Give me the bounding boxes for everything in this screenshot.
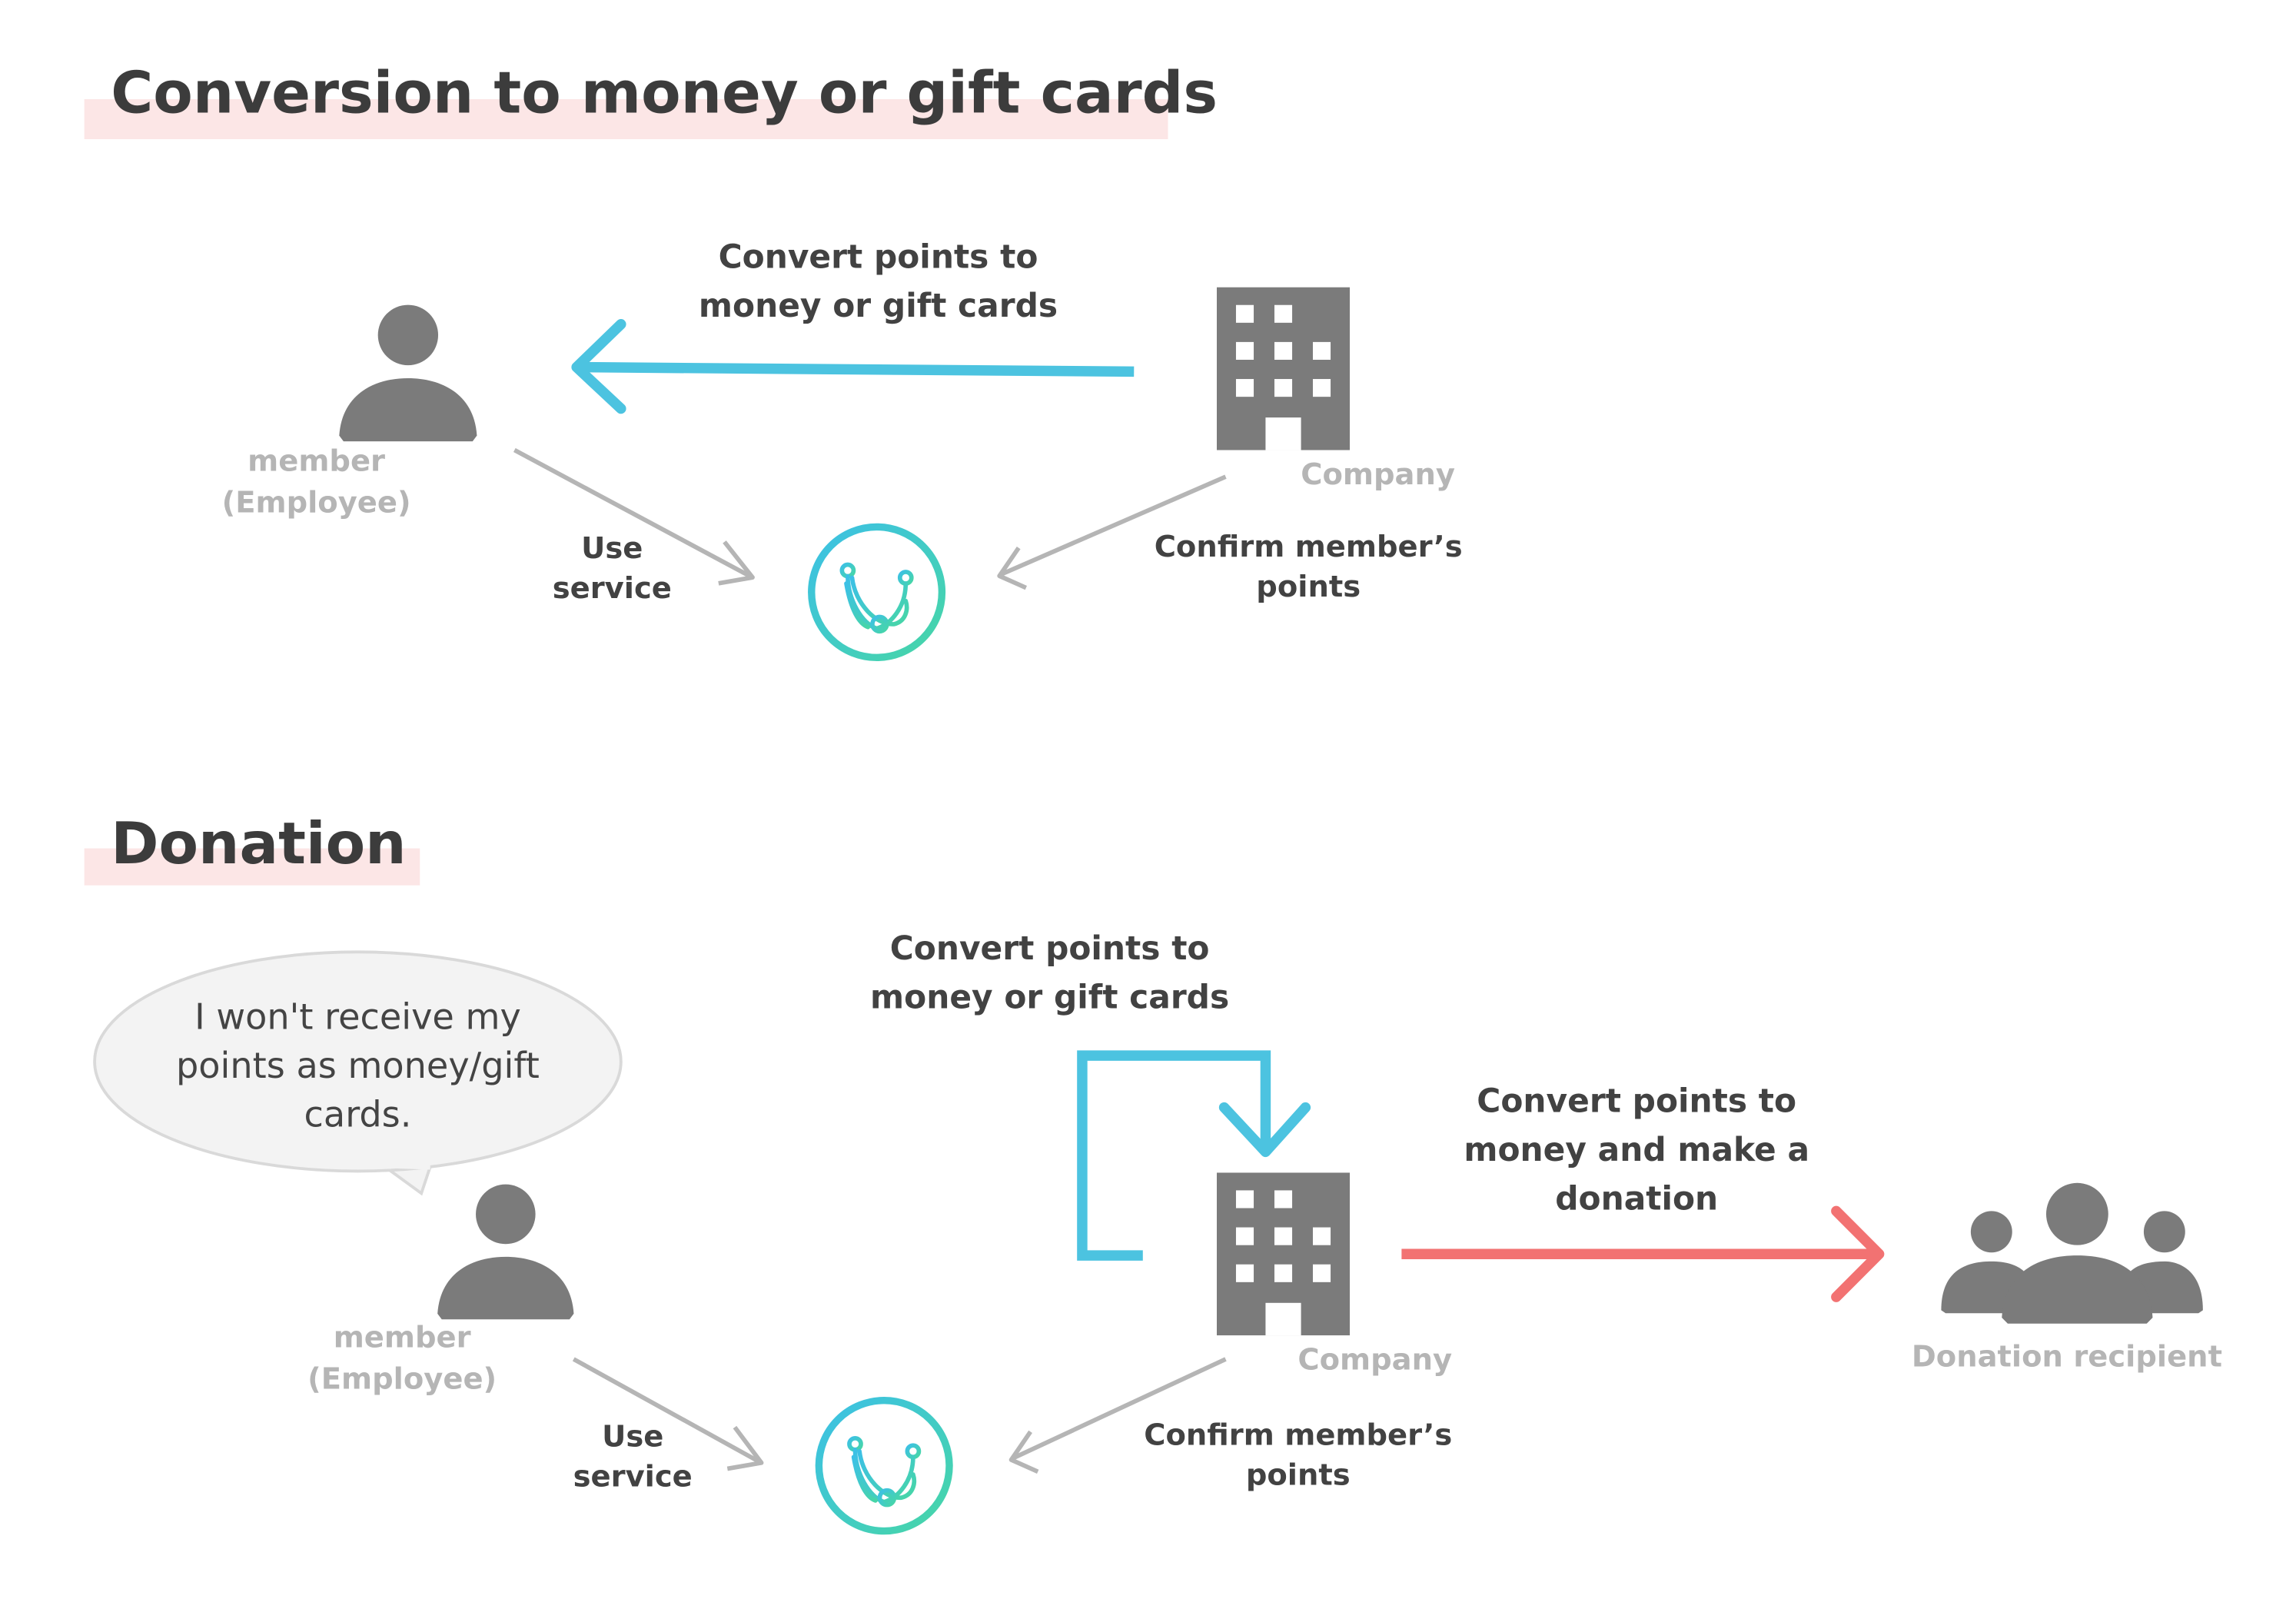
recipient-group-icon [1941,1182,2203,1324]
convert-loop-label: Convert points to money or gift cards [828,926,1271,1023]
title-highlight [84,848,420,886]
convert-arrow [571,319,1135,414]
label-line: money or gift cards [698,288,1058,326]
donation-arrow [1401,1205,1885,1302]
section-title-conversion: Conversion to money or gift cards [111,60,1218,128]
use-service-arrow [572,1357,764,1471]
label-line: Convert points to [718,239,1038,278]
company-building-icon [1216,1172,1351,1336]
use-service-label: Use service [559,1417,706,1497]
section-title-donation: Donation [111,811,407,879]
label-line: Use [602,1418,664,1454]
speech-bubble [93,950,623,1196]
label-line: Use [581,530,643,566]
member-label: member (Employee) [281,1316,523,1399]
label-line: Confirm member’s [1154,528,1463,564]
member-person-icon [437,1184,574,1320]
bubble-line: cards. [304,1094,412,1136]
convert-arrow-label: Convert points to money or gift cards [656,234,1100,331]
label-line: service [573,1458,693,1494]
label-line: member [248,442,386,479]
company-label: Company [1301,456,1455,492]
speech-bubble-text: I won't receive my points as money/gift … [136,993,580,1140]
label-line: Confirm member’s [1144,1417,1453,1453]
company-building-icon [1216,287,1351,450]
label-line: service [552,570,672,606]
label-line: (Employee) [221,484,411,520]
recipient-label: Donation recipient [1911,1338,2222,1375]
label-line: money and make a [1464,1132,1810,1170]
label-line: points [1256,568,1361,604]
label-line: points [1245,1457,1351,1493]
confirm-points-arrow [1008,1357,1227,1474]
label-line: member [333,1318,471,1355]
company-label: Company [1298,1341,1453,1378]
bubble-line: I won't receive my [194,996,521,1039]
confirm-points-arrow [997,474,1227,590]
label-line: Convert points to [889,931,1210,969]
member-label: member (Employee) [198,440,435,523]
use-service-label: Use service [538,529,686,609]
label-line: Convert points to [1477,1083,1797,1121]
bubble-line: points as money/gift [176,1045,540,1087]
member-person-icon [339,304,477,442]
confirm-points-label: Confirm member’s points [1138,527,1478,607]
title-highlight [84,99,1168,140]
donation-arrow-label: Convert points to money and make a donat… [1415,1078,1859,1225]
service-logo-icon [819,1401,949,1531]
use-service-arrow [513,447,755,586]
service-logo-icon [812,527,942,657]
confirm-points-label: Confirm member’s points [1128,1415,1468,1495]
label-line: (Employee) [307,1360,497,1397]
label-line: donation [1555,1181,1719,1219]
label-line: money or gift cards [870,979,1230,1018]
convert-loop-arrow [1077,1050,1311,1261]
